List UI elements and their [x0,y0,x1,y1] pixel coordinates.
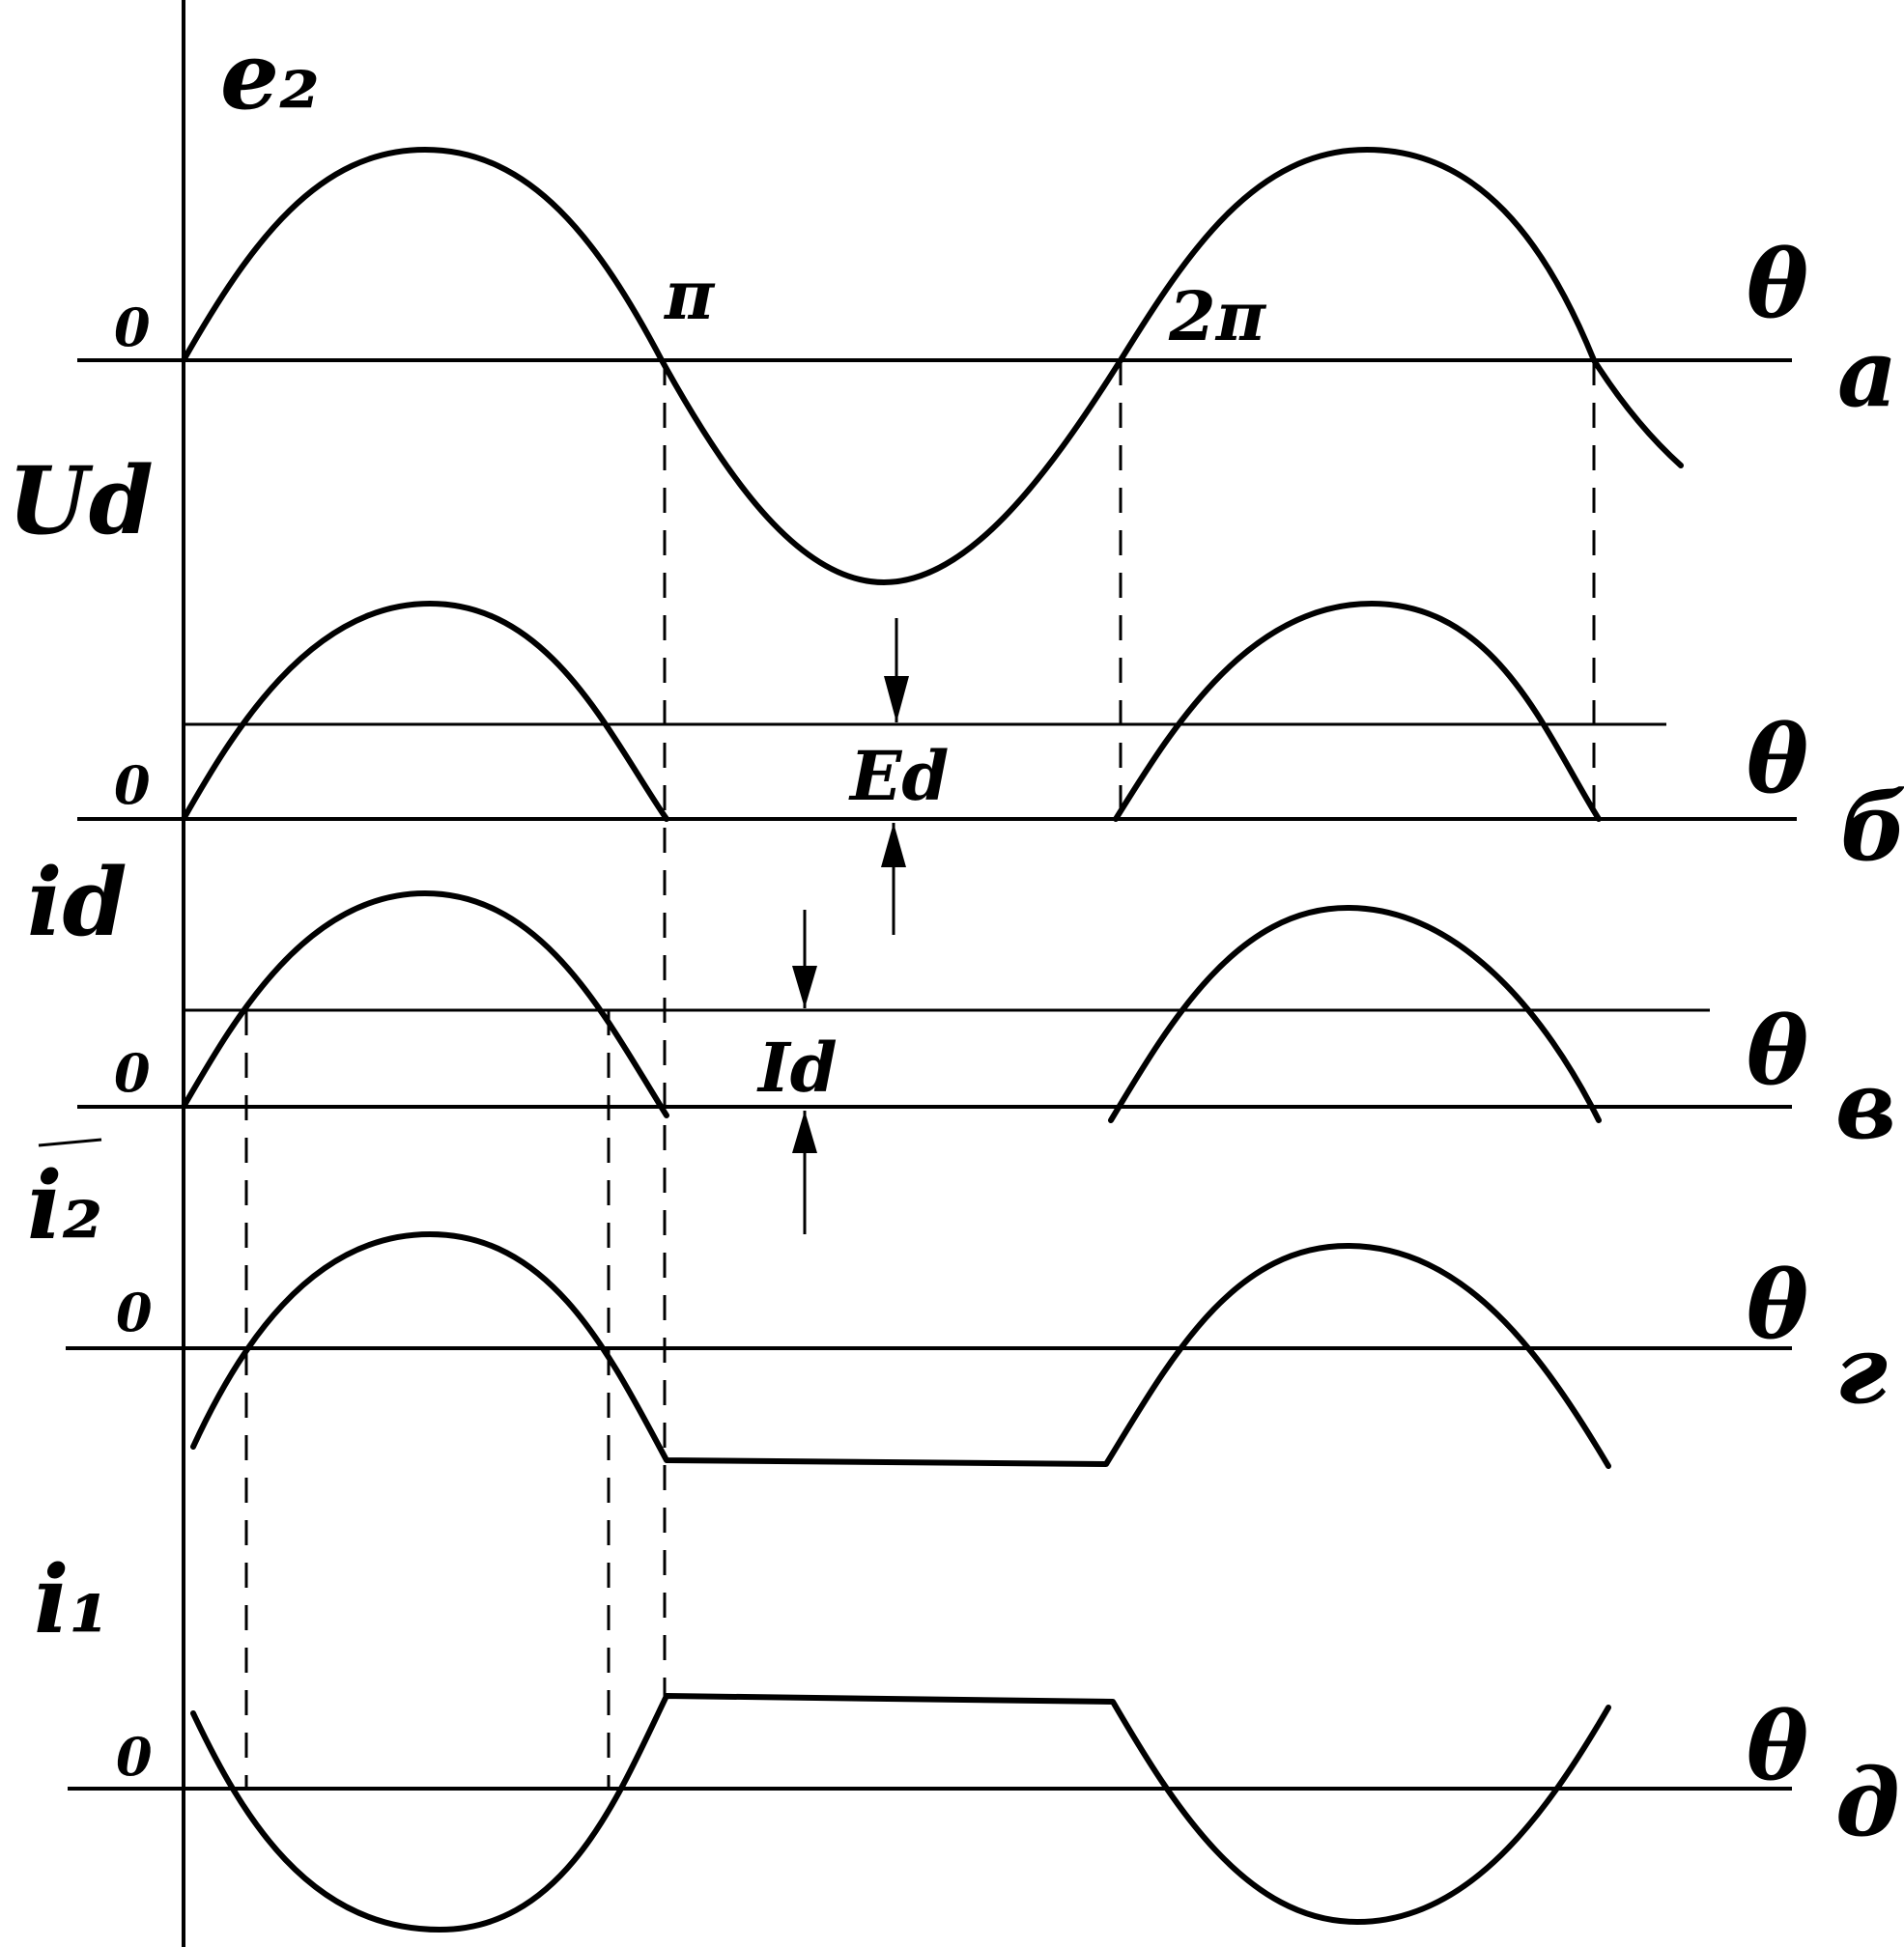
label-i2: i₂ [27,1151,103,1260]
label-theta-a: θ [1747,230,1808,339]
label-e2: e₂ [220,21,320,130]
label-ud: Ud [8,446,154,555]
e2-sine-curve [181,147,1684,585]
label-zero-d: 0 [116,1726,153,1788]
label-zero-b: 0 [114,754,151,816]
label-zero-a: 0 [114,296,151,358]
i2-tilde-mark [38,1138,102,1147]
label-theta-g: θ [1747,1251,1808,1360]
label-zero-g: 0 [116,1282,153,1343]
label-theta-d: θ [1747,1692,1808,1801]
label-ed: Ed [848,736,949,816]
label-zero-v: 0 [114,1042,151,1104]
label-2pi: 2π [1168,276,1267,356]
ud-rectified-hump-1 [181,601,669,822]
label-theta-b: θ [1747,705,1808,814]
label-pi: π [663,255,716,335]
label-theta-v: θ [1747,997,1808,1106]
id-current-hump-1 [181,890,669,1118]
i2-current-waveform [190,1231,1611,1469]
id-arrow-bottom-head [792,1111,817,1153]
label-panel-g: г [1835,1315,1888,1425]
ed-arrow-bottom-head [881,823,906,867]
i1-current-waveform [190,1693,1611,1933]
label-Id: Id [756,1028,838,1108]
label-panel-d: д [1835,1748,1900,1857]
label-id: id [27,848,128,957]
ed-arrow-top-head [884,676,909,722]
label-i1: i₁ [34,1545,110,1654]
label-panel-v: в [1835,1051,1896,1160]
label-panel-b: б [1840,773,1904,882]
id-arrow-top-head [792,966,817,1008]
label-panel-a: a [1837,319,1897,428]
id-current-hump-2 [1108,905,1602,1123]
ud-rectified-hump-2 [1113,601,1602,822]
